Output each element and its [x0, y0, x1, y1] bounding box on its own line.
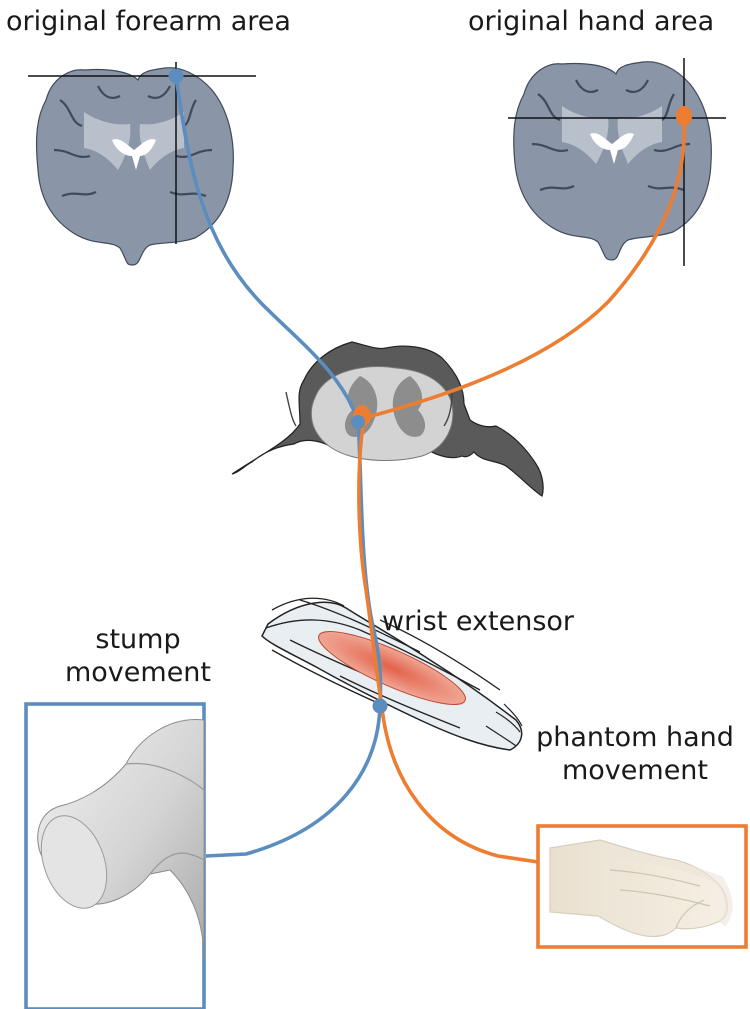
forearm-area-node	[169, 69, 184, 84]
stump-label-line1: stump	[46, 624, 230, 657]
brain-left-icon	[37, 68, 234, 265]
phantom-movement-label: phantom hand movement	[520, 722, 750, 788]
muscle-node	[373, 699, 388, 714]
stump-box	[26, 704, 204, 1009]
hand-area-label: original hand area	[468, 6, 714, 39]
stump-label-line2: movement	[46, 657, 230, 690]
forearm-area-label: original forearm area	[6, 6, 291, 39]
hand-area-node	[676, 106, 692, 126]
wrist-extensor-label: wrist extensor	[382, 606, 574, 639]
phantom-label-line1: phantom hand	[520, 722, 750, 755]
stump-movement-label: stump movement	[46, 624, 230, 690]
phantom-label-line2: movement	[520, 755, 750, 788]
spinal-blue-node	[351, 415, 365, 429]
spinal-cord-icon	[232, 342, 543, 496]
phantom-box	[538, 826, 746, 947]
